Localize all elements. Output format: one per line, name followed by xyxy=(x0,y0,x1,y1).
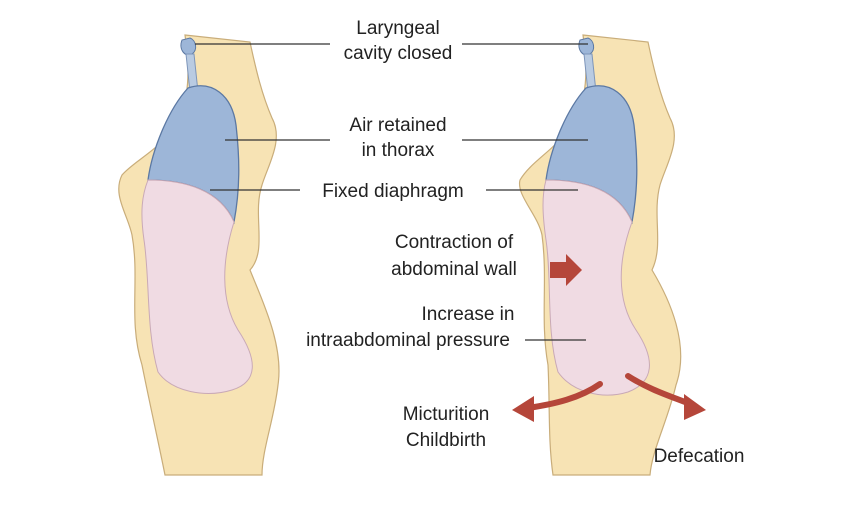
labels: Laryngeal cavity closed Air retained in … xyxy=(306,18,744,467)
left-abdomen xyxy=(141,179,253,394)
label-contraction-line2: abdominal wall xyxy=(391,259,517,280)
label-fixed-diaphragm: Fixed diaphragm xyxy=(322,181,464,202)
right-larynx xyxy=(578,37,595,56)
left-torso-figure xyxy=(118,34,280,476)
label-laryngeal-line2: cavity closed xyxy=(344,43,453,64)
defecation-arrowhead xyxy=(684,394,706,420)
micturition-arrow-shaft xyxy=(525,381,603,411)
force-arrows xyxy=(512,254,706,422)
label-laryngeal-line1: Laryngeal xyxy=(356,18,439,39)
label-increase-line2: intraabdominal pressure xyxy=(306,330,510,351)
label-contraction-line1: Contraction of xyxy=(395,232,514,253)
right-torso-figure xyxy=(518,34,682,476)
leader-lines xyxy=(195,43,588,341)
label-air-line2: in thorax xyxy=(362,140,435,161)
label-micturition: Micturition xyxy=(403,404,490,425)
left-larynx xyxy=(180,37,197,56)
micturition-arrowhead xyxy=(512,396,534,422)
label-increase-line1: Increase in xyxy=(422,304,515,325)
abdominal-wall-arrow xyxy=(550,254,582,286)
right-abdomen xyxy=(542,179,650,396)
label-air-line1: Air retained xyxy=(349,115,446,136)
label-childbirth: Childbirth xyxy=(406,430,486,451)
label-defecation: Defecation xyxy=(654,446,745,467)
